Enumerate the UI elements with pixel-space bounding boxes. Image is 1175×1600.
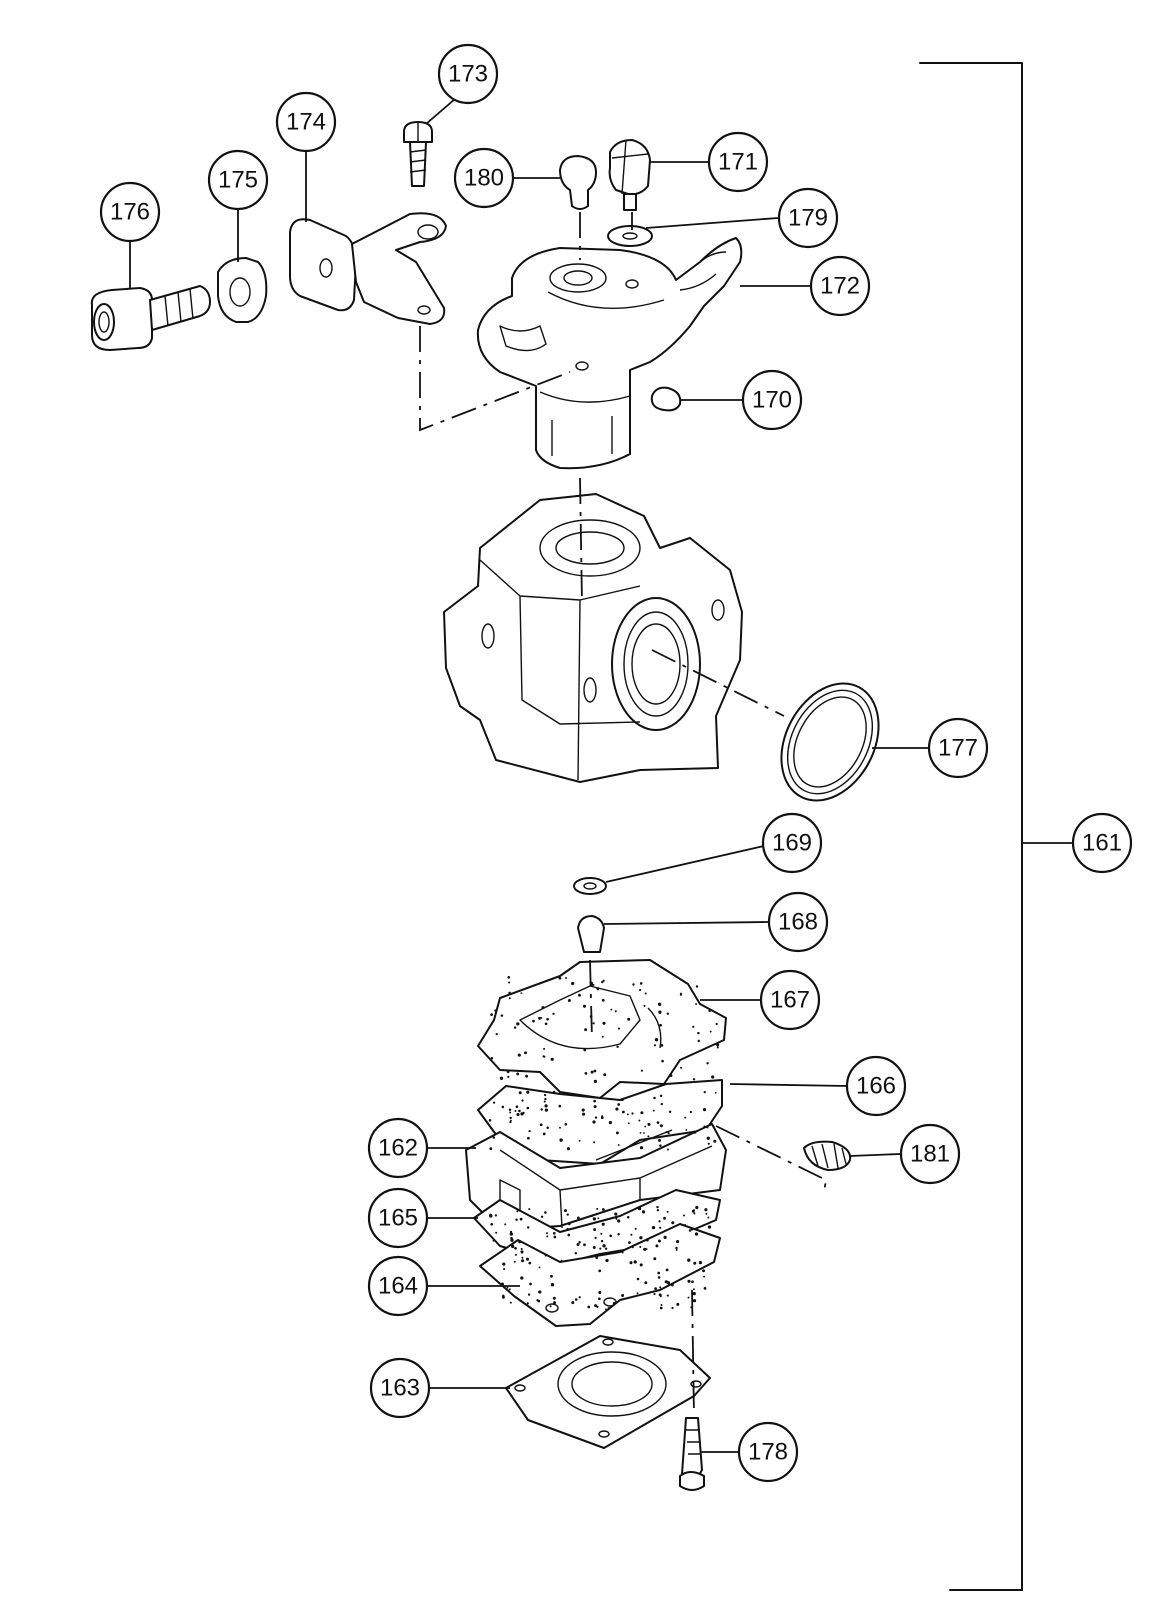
callout-172-label: 172: [820, 273, 860, 300]
alignment-lines: [419, 212, 827, 1417]
callout-167-label: 167: [770, 987, 810, 1014]
callout-169: 169: [761, 812, 823, 874]
assembly-bracket: [919, 62, 1072, 1591]
callout-166-label: 166: [856, 1073, 896, 1100]
callout-181-label: 181: [910, 1141, 950, 1168]
part-181-filter: [803, 1140, 852, 1171]
callout-180: 180: [453, 147, 515, 209]
callout-174: 174: [275, 91, 337, 153]
callout-175: 175: [207, 149, 269, 211]
callout-162-label: 162: [378, 1135, 418, 1162]
callout-166: 166: [845, 1055, 907, 1117]
gasket-164-texture: [500, 1246, 707, 1311]
gasket-167-texture: [490, 975, 720, 1084]
callout-177-label: 177: [938, 735, 978, 762]
callout-181: 181: [899, 1123, 961, 1185]
carburetor-body: [443, 493, 743, 783]
callout-163: 163: [369, 1357, 431, 1419]
callout-173: 173: [437, 43, 499, 105]
callout-179-label: 179: [788, 205, 828, 232]
callout-178-label: 178: [748, 1439, 788, 1466]
part-173-screw: [403, 121, 433, 187]
callout-161-label: 161: [1082, 830, 1122, 857]
part-174-bracket: [289, 212, 447, 325]
part-175-nut: [217, 257, 268, 323]
part-172-valve-body: [476, 237, 743, 470]
gasket-166-texture: [488, 1090, 717, 1151]
callout-168-label: 168: [778, 909, 818, 936]
part-167-gasket: [477, 959, 727, 1099]
part-180-cap: [559, 155, 597, 210]
callout-180-label: 180: [464, 165, 504, 192]
callout-176-label: 176: [110, 199, 150, 226]
callout-164-label: 164: [378, 1273, 418, 1300]
callout-175-label: 175: [218, 167, 258, 194]
callout-169-label: 169: [772, 830, 812, 857]
callout-162: 162: [367, 1117, 429, 1179]
part-179-washer: [607, 225, 653, 247]
part-171-screw: [608, 139, 651, 211]
callout-170-label: 170: [752, 387, 792, 414]
part-169-washer: [573, 877, 607, 895]
part-168-needle: [577, 915, 605, 953]
callout-164: 164: [367, 1255, 429, 1317]
callout-179: 179: [777, 187, 839, 249]
callout-176: 176: [99, 181, 161, 243]
callout-165-label: 165: [378, 1205, 418, 1232]
part-177-ring: [780, 682, 880, 802]
callout-172: 172: [809, 255, 871, 317]
callout-178: 178: [737, 1421, 799, 1483]
callout-165: 165: [367, 1187, 429, 1249]
part-163-diaphragm: [505, 1335, 711, 1449]
part-170-clip: [650, 386, 682, 412]
callout-168: 168: [767, 891, 829, 953]
callout-171: 171: [707, 131, 769, 193]
part-178-screw: [679, 1417, 705, 1491]
part-176-hose-fitting: [90, 285, 211, 351]
callout-167: 167: [759, 969, 821, 1031]
part-164-gasket: [479, 1223, 721, 1327]
callout-170: 170: [741, 369, 803, 431]
callout-174-label: 174: [286, 109, 326, 136]
callout-177: 177: [927, 717, 989, 779]
callout-161: 161: [1071, 812, 1133, 874]
callout-171-label: 171: [718, 149, 758, 176]
gasket-165-texture: [489, 1205, 712, 1250]
callout-163-label: 163: [380, 1375, 420, 1402]
callout-173-label: 173: [448, 61, 488, 88]
